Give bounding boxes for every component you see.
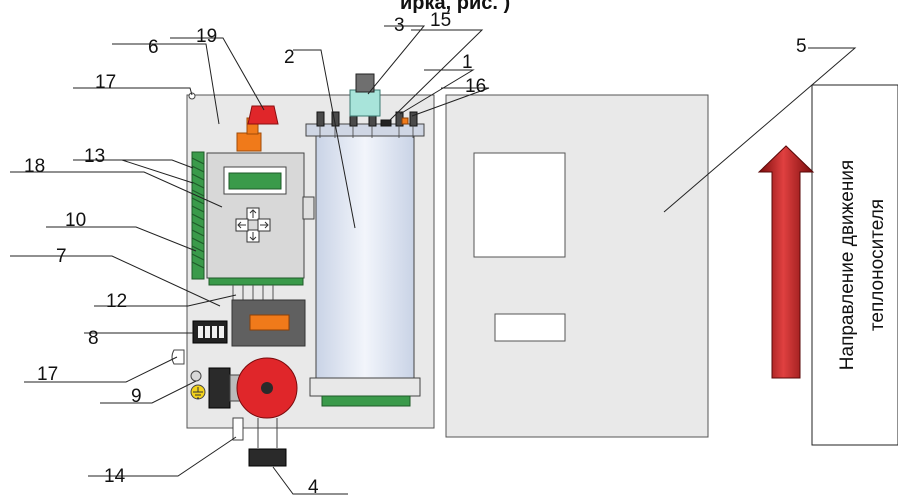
contactor-indicator [249, 314, 290, 331]
power-terminal [192, 320, 228, 344]
label-8: 8 [88, 328, 99, 349]
ground-symbol-icon [190, 384, 206, 400]
label-5: 5 [796, 36, 807, 57]
label-17-top: 17 [95, 72, 116, 93]
pipe-14 [232, 417, 244, 441]
controller-bottom-board [208, 277, 304, 286]
top-partial-text: ирка, рис. ) [400, 0, 510, 14]
label-7: 7 [56, 246, 67, 267]
flow-text-line2: теплоносителя [867, 199, 888, 331]
pipe-fitting-4 [248, 448, 287, 467]
thermostat-19 [236, 105, 279, 152]
label-19: 19 [196, 26, 217, 47]
terminal-strip [191, 151, 205, 280]
label-17-bottom: 17 [37, 364, 58, 385]
label-6: 6 [148, 37, 159, 58]
cable-clamp [171, 349, 185, 365]
label-18: 18 [24, 156, 45, 177]
cover-display-window [473, 152, 566, 258]
flow-text-line1: Направление движения [837, 160, 858, 370]
label-12: 12 [106, 291, 127, 312]
label-13: 13 [84, 146, 105, 167]
flow-direction-box [811, 84, 898, 446]
label-14: 14 [104, 466, 126, 487]
front-cover [445, 94, 709, 438]
cover-small-window [494, 313, 566, 342]
label-1: 1 [462, 52, 473, 73]
label-3: 3 [394, 15, 405, 36]
label-16: 16 [465, 76, 486, 97]
callout-labels: 6 19 2 3 15 1 16 5 17 13 18 10 7 12 8 17… [24, 10, 807, 497]
mount-hook [188, 92, 196, 100]
label-10: 10 [65, 210, 86, 231]
controller-lcd [228, 172, 282, 190]
heater-tank [305, 123, 425, 407]
label-9: 9 [131, 386, 142, 407]
controller-side-latch [302, 196, 315, 220]
ground-screw [190, 370, 202, 382]
label-15: 15 [430, 10, 451, 31]
label-2: 2 [284, 47, 295, 68]
flow-arrow-icon [757, 145, 815, 379]
leader-lines [10, 25, 857, 495]
circulation-pump [208, 357, 298, 419]
air-vent [349, 73, 381, 117]
label-4: 4 [308, 477, 319, 497]
nav-arrows-icon [235, 207, 271, 243]
